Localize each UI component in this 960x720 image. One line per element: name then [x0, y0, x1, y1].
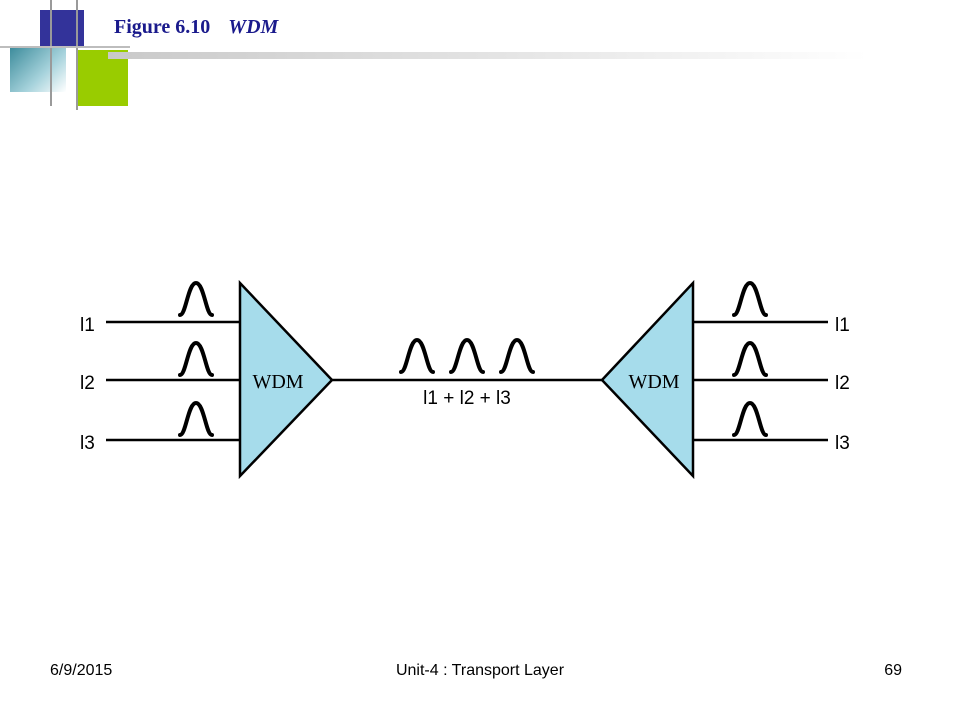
signal-pulses [178, 280, 768, 437]
slide-title: Figure 6.10 WDM [114, 16, 278, 39]
decor-hline [0, 46, 130, 48]
demux-label: WDM [628, 371, 679, 393]
decor-vline-1 [50, 0, 52, 106]
pulse-icon [449, 337, 485, 374]
footer-date: 6/9/2015 [50, 662, 113, 679]
output-label-2: l2 [835, 373, 850, 394]
pulse-icon [732, 400, 768, 437]
mux-label: WDM [252, 371, 303, 393]
decor-block-green [76, 50, 128, 106]
input-label-2: l2 [80, 373, 95, 394]
pulse-icon [499, 337, 535, 374]
decor-block-teal [10, 46, 66, 92]
title-underline [108, 52, 868, 59]
wdm-multiplexer [238, 279, 334, 480]
corner-decoration [0, 0, 130, 110]
input-label-3: l3 [80, 433, 95, 454]
page-number: 69 [884, 662, 902, 679]
pulse-icon [178, 280, 214, 317]
output-label-1: l1 [835, 315, 850, 336]
decor-vline-2 [76, 0, 78, 110]
output-label-3: l3 [835, 433, 850, 454]
footer-title: Unit-4 : Transport Layer [395, 662, 565, 679]
figure-number: Figure 6.10 [114, 16, 211, 38]
pulse-icon [399, 337, 435, 374]
figure-title: WDM [228, 16, 279, 38]
input-label-1: l1 [80, 315, 95, 336]
combined-label: l1 + l2 + l3 [423, 388, 511, 409]
pulse-icon [178, 340, 214, 377]
pulse-icon [732, 340, 768, 377]
pulse-icon [732, 280, 768, 317]
pulse-icon [178, 400, 214, 437]
